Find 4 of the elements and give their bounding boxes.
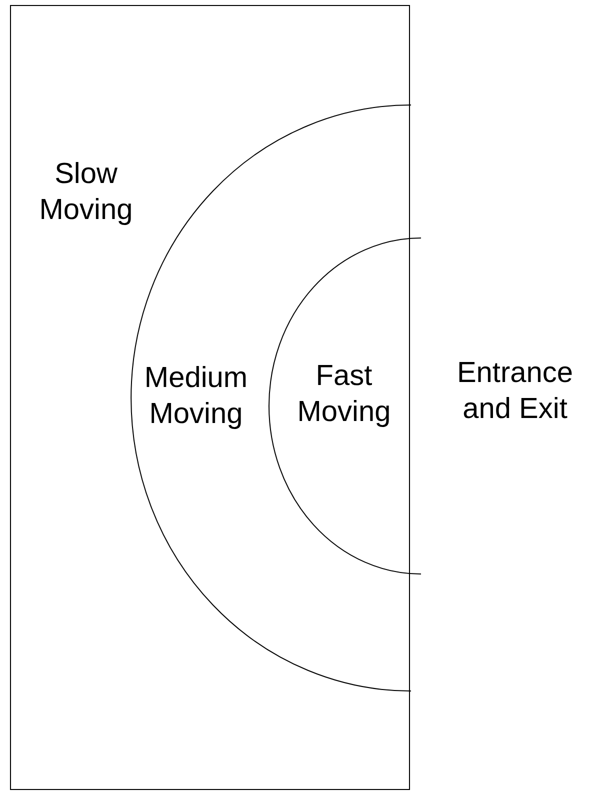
zone-label: Slow Moving: [38, 157, 134, 228]
zone-label: Fast Moving: [296, 359, 392, 430]
entrance-label: Entrance and Exit: [456, 356, 574, 427]
zone-label: Medium Moving: [143, 361, 249, 432]
